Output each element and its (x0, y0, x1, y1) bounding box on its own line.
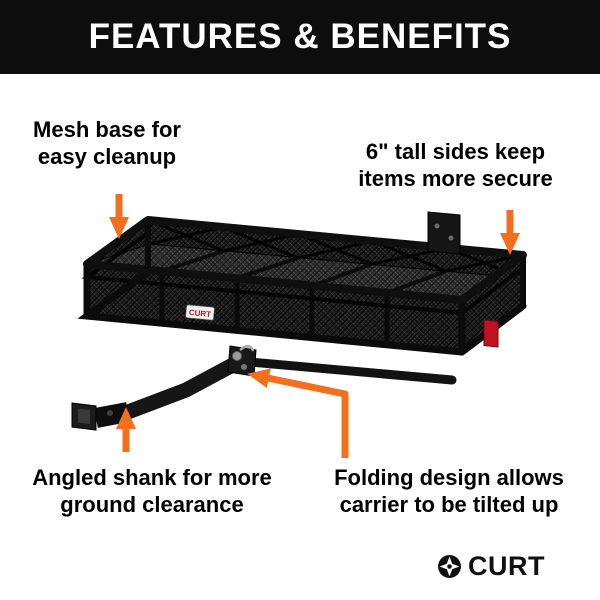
hitch-pin-hole (107, 410, 113, 416)
reflector (483, 319, 499, 348)
fold-pivot (227, 345, 257, 377)
page-title: FEATURES & BENEFITS (88, 17, 512, 56)
callout-arrows (109, 194, 520, 458)
callout-angled-shank-line1: Angled shank for more (32, 465, 272, 490)
folding-arrow-icon (247, 368, 349, 458)
fold-bolt (241, 364, 247, 370)
callout-folding-design-line2: carrier to be tilted up (339, 492, 559, 517)
secondary-rail (81, 231, 525, 316)
callout-angled-shank: Angled shank for more ground clearance (22, 464, 282, 518)
callout-tall-sides: 6" tall sides keep items more secure (338, 138, 573, 192)
fold-pin (232, 351, 242, 361)
floor-dividers (161, 249, 447, 295)
pin-clip (239, 345, 255, 352)
brand-logo: CURT (437, 551, 545, 582)
angled-shank-tube (120, 352, 250, 420)
callout-mesh-base: Mesh base for easy cleanup (12, 116, 202, 170)
basket: CURT (77, 211, 527, 356)
callout-tall-sides-line2: items more secure (358, 166, 553, 191)
callout-angled-shank-line2: ground clearance (60, 492, 244, 517)
receiver-opening (78, 408, 90, 424)
top-rim-rail (83, 216, 527, 304)
callout-folding-design: Folding design allows carrier to be tilt… (318, 464, 580, 518)
front-corner-posts (83, 264, 466, 352)
rear-corner-posts (145, 220, 526, 306)
front-wall-dividers (159, 271, 390, 345)
product-label-text: CURT (188, 308, 211, 319)
callout-tall-sides-line1: 6" tall sides keep (365, 139, 546, 164)
callout-mesh-base-line2: easy cleanup (37, 144, 177, 169)
rear-bracket-plate (427, 211, 461, 255)
header-bar: FEATURES & BENEFITS (0, 0, 600, 74)
curt-logo-icon (438, 555, 461, 578)
back-wall-braces (147, 218, 524, 280)
brand-logo-text: CURT (468, 551, 545, 581)
shank-assembly (71, 345, 457, 431)
product-label: CURT (185, 304, 215, 321)
callout-mesh-base-line1: Mesh base for (33, 117, 181, 142)
under-rail (245, 357, 457, 385)
callout-folding-design-line1: Folding design allows (334, 465, 564, 490)
